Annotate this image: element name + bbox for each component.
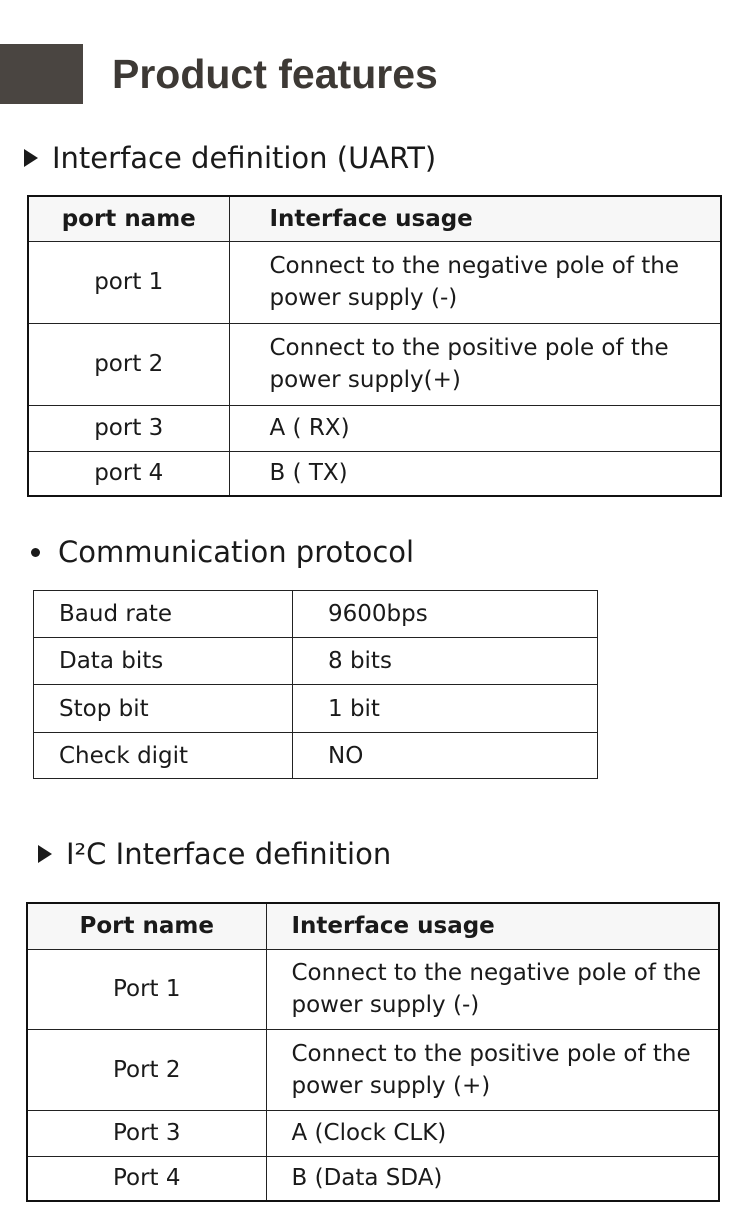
column-header: Interface usage <box>228 195 722 242</box>
port-cell: port 4 <box>27 450 230 497</box>
table-row: Stop bit 1 bit <box>33 684 598 733</box>
port-cell: Port 3 <box>26 1109 267 1157</box>
bullet-icon <box>31 548 40 557</box>
table-row: Baud rate 9600bps <box>33 590 598 638</box>
table-header-row: Port name Interface usage <box>26 902 720 950</box>
title-accent-block <box>0 44 83 104</box>
port-cell: port 2 <box>27 322 230 406</box>
port-cell: Port 1 <box>26 948 267 1030</box>
table-header-row: port name Interface usage <box>27 195 722 242</box>
table-row: Port 4 B (Data SDA) <box>26 1155 720 1202</box>
i2c-table: Port name Interface usage Port 1 Connect… <box>26 902 720 1202</box>
table-row: Port 3 A (Clock CLK) <box>26 1109 720 1157</box>
table-row: port 1 Connect to the negative pole of t… <box>27 240 722 324</box>
usage-cell: B (Data SDA) <box>265 1155 720 1202</box>
port-cell: Port 4 <box>26 1155 267 1202</box>
i2c-heading: I²C Interface definition <box>38 836 391 872</box>
param-value-cell: NO <box>292 732 598 779</box>
column-header: Interface usage <box>265 902 720 950</box>
usage-cell: Connect to the negative pole of the powe… <box>228 240 722 324</box>
triangle-right-icon <box>24 149 38 167</box>
param-value-cell: 1 bit <box>292 684 598 733</box>
table-row: port 4 B ( TX) <box>27 450 722 497</box>
table-row: Port 1 Connect to the negative pole of t… <box>26 948 720 1030</box>
usage-cell: A ( RX) <box>228 404 722 452</box>
uart-table: port name Interface usage port 1 Connect… <box>27 195 722 497</box>
param-value-cell: 9600bps <box>292 590 598 638</box>
usage-cell: A (Clock CLK) <box>265 1109 720 1157</box>
usage-cell: B ( TX) <box>228 450 722 497</box>
uart-heading-text: Interface definition (UART) <box>52 141 437 175</box>
i2c-heading-text: I²C Interface definition <box>66 837 392 871</box>
param-name-cell: Data bits <box>33 637 293 685</box>
port-cell: Port 2 <box>26 1028 267 1111</box>
usage-cell: Connect to the negative pole of the powe… <box>265 948 720 1030</box>
param-name-cell: Stop bit <box>33 684 293 733</box>
param-name-cell: Baud rate <box>33 590 293 638</box>
protocol-heading-text: Communication protocol <box>58 535 415 569</box>
column-header: Port name <box>26 902 267 950</box>
triangle-right-icon <box>38 845 52 863</box>
uart-heading: Interface definition (UART) <box>24 140 436 176</box>
page-title: Product features <box>112 51 438 97</box>
port-cell: port 1 <box>27 240 230 324</box>
usage-cell: Connect to the positive pole of the powe… <box>265 1028 720 1111</box>
table-row: Port 2 Connect to the positive pole of t… <box>26 1028 720 1111</box>
param-value-cell: 8 bits <box>292 637 598 685</box>
table-row: port 2 Connect to the positive pole of t… <box>27 322 722 406</box>
column-header: port name <box>27 195 230 242</box>
param-name-cell: Check digit <box>33 732 293 779</box>
port-cell: port 3 <box>27 404 230 452</box>
usage-cell: Connect to the positive pole of the powe… <box>228 322 722 406</box>
table-row: Data bits 8 bits <box>33 637 598 685</box>
protocol-heading: Communication protocol <box>28 534 414 570</box>
table-row: Check digit NO <box>33 732 598 779</box>
table-row: port 3 A ( RX) <box>27 404 722 452</box>
protocol-table: Baud rate 9600bps Data bits 8 bits Stop … <box>33 590 598 779</box>
